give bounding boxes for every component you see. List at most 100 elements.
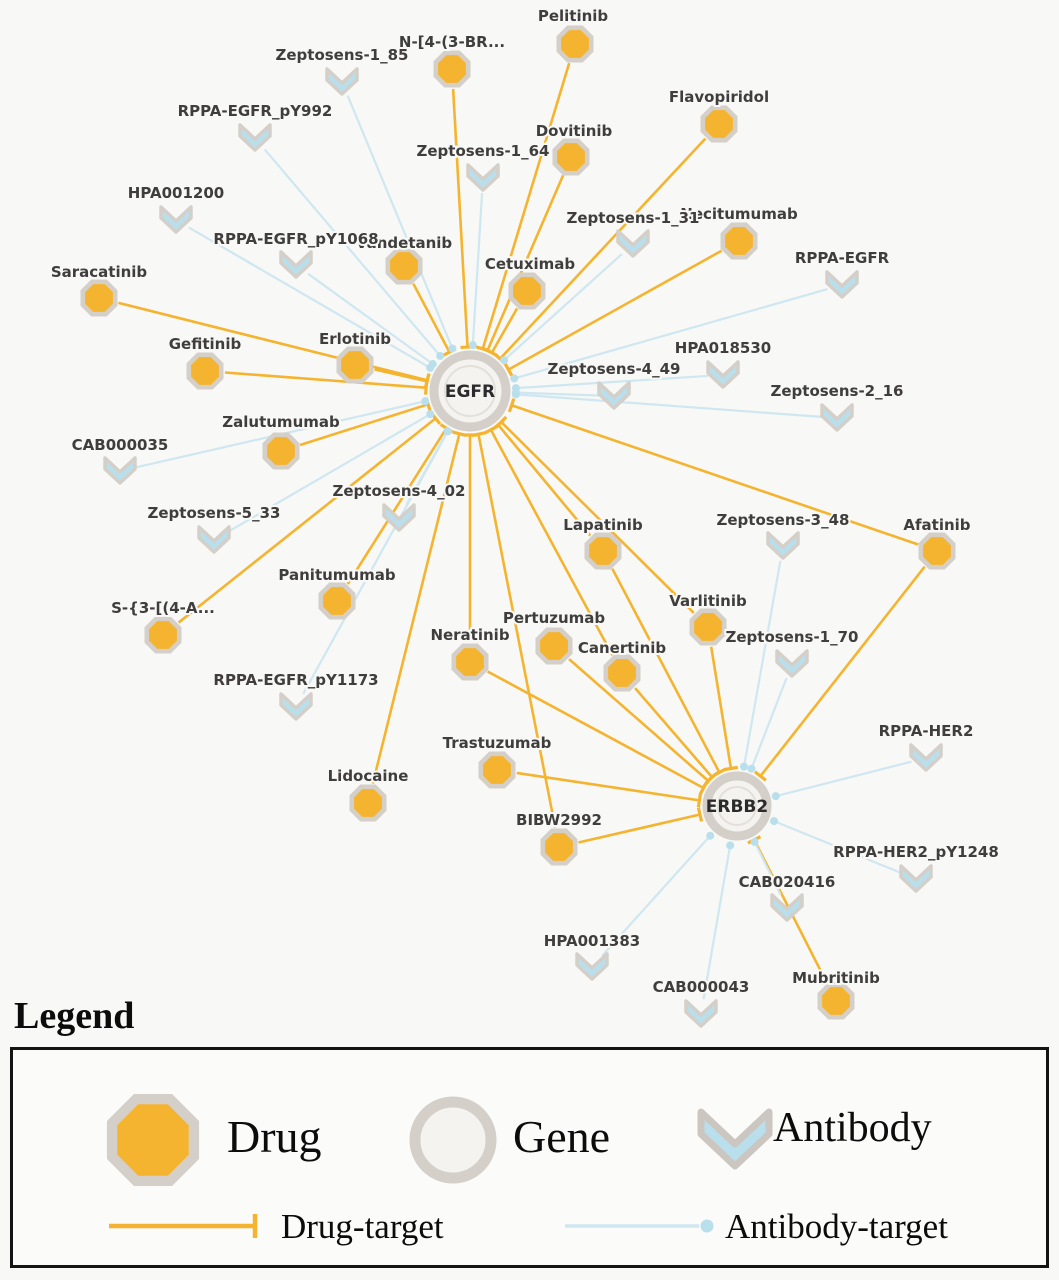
edge-antibody-target [263,148,445,360]
edge-drug-target [753,565,926,782]
antibody-node-hpa018530[interactable] [706,360,740,389]
gene-label: ERBB2 [706,797,768,817]
legend-drug-label: Drug [227,1111,322,1162]
edge-drug-target [224,371,429,395]
gene-label: EGFR [445,382,495,402]
antibody-node-cab000043[interactable] [684,999,718,1028]
node-label: Canertinib [578,639,667,657]
drug-node-s-3-4-a[interactable] [144,616,182,654]
antibody-node-hpa001383[interactable] [575,952,609,981]
drug-target-edge-icon [109,1214,258,1238]
edge-drug-target [495,415,695,614]
antibody-node-zeptosens-4-49[interactable] [597,381,631,410]
antibody-node-cab000035[interactable] [103,456,137,485]
legend-drug-target-label: Drug-target [281,1207,444,1246]
antibody-node-zeptosens-4-02[interactable] [382,503,416,532]
edge-antibody-target [511,390,823,418]
gene-node-egfr[interactable] [429,350,511,432]
node-label: Pertuzumab [503,609,606,627]
edge-drug-target [451,88,475,350]
edge-antibody-target [739,560,782,771]
drug-node-zalutumumab[interactable] [262,432,300,470]
edge-antibody-target [750,837,782,896]
drug-node-panitumumab[interactable] [318,582,356,620]
antibody-node-rppa-egfr-py1068[interactable] [279,250,313,279]
drug-node-flavopiridol[interactable] [700,105,738,143]
drug-node-lapatinib[interactable] [584,532,622,570]
drug-node-cetuximab[interactable] [508,272,546,310]
node-label: HPA018530 [675,339,771,357]
edge-antibody-target [747,677,788,773]
node-label: Saracatinib [51,263,148,281]
node-label: Zeptosens-1_85 [275,46,408,64]
node-label: Zeptosens-1_31 [566,209,699,227]
antibody-node-zeptosens-1-85[interactable] [325,67,359,96]
drug-node-bibw2992[interactable] [540,828,578,866]
node-label: CAB020416 [739,873,836,891]
antibody-node-rppa-egfr-py1173[interactable] [279,692,313,721]
edge-drug-target [568,658,715,788]
drug-node-canertinib[interactable] [603,654,641,692]
node-label: HPA001383 [544,932,640,950]
node-label: HPA001200 [128,184,224,202]
edge-antibody-target [770,817,903,875]
antibody-node-zeptosens-3-48[interactable] [766,531,800,560]
drug-node-n-4-3-br[interactable] [433,50,471,88]
drug-node-vandetanib[interactable] [385,247,423,285]
antibody-node-rppa-egfr-py992[interactable] [238,123,272,152]
gene-node-erbb2[interactable] [702,771,772,841]
edge-antibody-target [226,410,435,534]
antibody-node-rppa-egfr[interactable] [825,270,859,299]
edge-drug-target [709,646,739,772]
node-label: Zeptosens-5_33 [147,504,280,522]
node-label: Dovitinib [536,122,613,140]
legend-title: Legend [14,995,135,1037]
antibody-node-hpa001200[interactable] [159,205,193,234]
node-label: Zeptosens-4_02 [332,482,465,500]
drug-node-erlotinib[interactable] [336,346,374,384]
edge-drug-target [507,398,919,546]
antibody-node-cab020416[interactable] [770,893,804,922]
edge-drug-target [412,283,457,357]
drug-node-gefitinib[interactable] [186,352,224,390]
drug-node-dovitinib[interactable] [552,138,590,176]
node-label: Flavopiridol [669,88,769,106]
antibody-node-zeptosens-1-70[interactable] [775,649,809,678]
drug-node-mubritinib[interactable] [817,982,855,1020]
edge-antibody-target [346,95,457,353]
node-label: Trastuzumab [443,734,552,752]
node-label: Cetuximab [485,255,576,273]
edge-drug-target [471,431,557,828]
antibody-node-rppa-her2-py1248[interactable] [899,864,933,893]
antibody-node-zeptosens-5-33[interactable] [197,525,231,554]
legend-gene-label: Gene [513,1111,611,1162]
drug-node-lidocaine[interactable] [349,784,387,822]
antibody-node-icon [697,1108,773,1170]
drug-node-saracatinib[interactable] [80,279,118,317]
node-label: Pelitinib [538,7,609,25]
edge-drug-target [493,137,707,365]
drug-node-varlitinib[interactable] [689,608,727,646]
antibody-node-rppa-her2[interactable] [909,743,943,772]
node-label: Neratinib [430,626,509,644]
drug-node-trastuzumab[interactable] [478,751,516,789]
drug-node-necitumumab[interactable] [720,222,758,260]
node-label: CAB000035 [72,436,169,454]
node-label: Zeptosens-1_64 [416,142,549,160]
drug-node-afatinib[interactable] [918,532,956,570]
node-label: BIBW2992 [516,811,602,829]
antibody-node-zeptosens-2-16[interactable] [820,403,854,432]
antibody-node-zeptosens-1-64[interactable] [466,163,500,192]
drug-node-pertuzumab[interactable] [535,627,573,665]
drug-node-neratinib[interactable] [451,643,489,681]
edge-drug-target [634,687,719,784]
drug-node-pelitinib[interactable] [556,25,594,63]
antibody-node-zeptosens-1-31[interactable] [616,229,650,258]
node-label: RPPA-EGFR_pY1068 [213,230,378,248]
node-label: S-{3-[(4-A... [111,599,215,617]
node-label: Zeptosens-2_16 [770,382,903,400]
node-label: Zeptosens-4_49 [547,360,680,378]
node-label: Varlitinib [669,592,747,610]
node-label: Necitumumab [680,205,798,223]
